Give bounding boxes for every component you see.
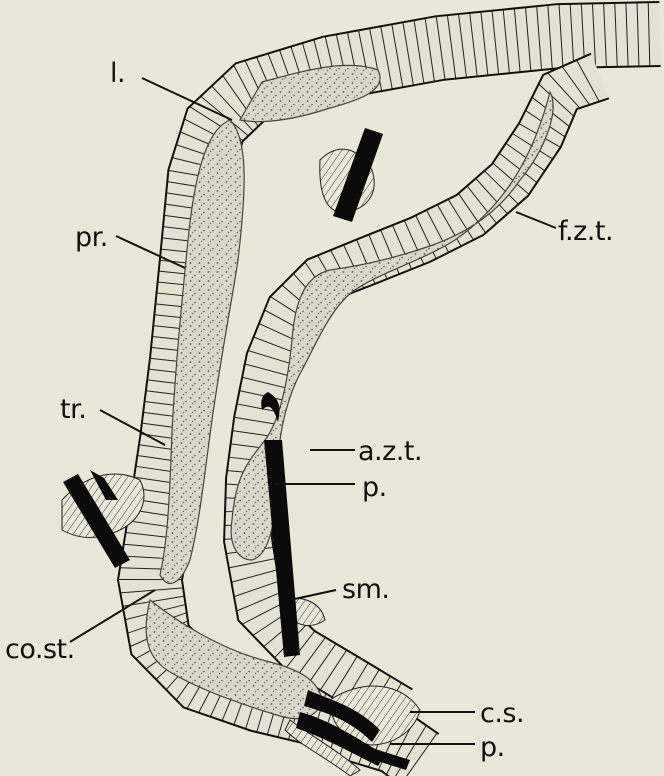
- label-fzt: f.z.t.: [558, 218, 613, 245]
- label-tr: tr.: [60, 396, 86, 423]
- label-pr: pr.: [75, 224, 108, 251]
- label-sm: sm.: [342, 576, 389, 603]
- label-l: l.: [110, 60, 125, 87]
- label-cost: co.st.: [5, 636, 75, 663]
- label-p-lower: p.: [480, 734, 505, 761]
- label-cs: c.s.: [480, 700, 524, 727]
- label-azt: a.z.t.: [358, 438, 422, 465]
- label-p-upper: p.: [362, 474, 387, 501]
